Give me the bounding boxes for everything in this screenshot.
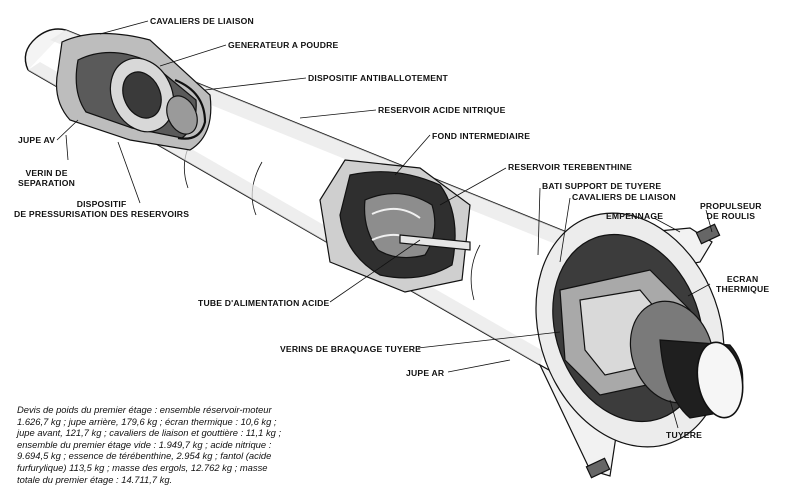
- label-verin-separation: VERIN DE SEPARATION: [18, 168, 75, 188]
- caption-line-1: Devis de poids du premier étage : ensemb…: [17, 404, 272, 415]
- label-reservoir-terebenthine: RESERVOIR TEREBENTHINE: [508, 162, 633, 172]
- label-tube-alimentation-acide: TUBE D'ALIMENTATION ACIDE: [198, 298, 330, 308]
- front-skirt-cutaway: [55, 32, 212, 151]
- verin-line1: VERIN DE: [25, 168, 68, 178]
- label-bati-support-tuyere: BATI SUPPORT DE TUYERE: [542, 181, 662, 191]
- ecran-line2: THERMIQUE: [716, 284, 770, 294]
- propulseur-line2: DE ROULIS: [706, 211, 756, 221]
- pressurisation-line1: DISPOSITIF: [76, 199, 127, 209]
- leader-lines: [56, 20, 713, 429]
- caption-line-7: totale du premier étage : 14.711,7 kg.: [17, 473, 173, 485]
- propulseur-line1: PROPULSEUR: [700, 201, 762, 211]
- label-cavaliers-liaison-rear: CAVALIERS DE LIAISON: [572, 192, 676, 202]
- label-generateur-poudre: GENERATEUR A POUDRE: [228, 40, 339, 50]
- label-fond-intermediaire: FOND INTERMEDIAIRE: [432, 131, 531, 141]
- caption-line-3: jupe avant, 121,7 kg ; cavaliers de liai…: [17, 427, 282, 439]
- ecran-line1: ECRAN: [726, 274, 759, 284]
- label-jupe-av: JUPE AV: [18, 135, 56, 145]
- caption-line-2: 1.626,7 kg ; jupe arrière, 179,6 kg ; éc…: [17, 415, 277, 427]
- intermediate-bulkhead-cutaway: [319, 159, 471, 293]
- caption-line-6: furfurylique) 113,5 kg ; masse des ergol…: [17, 461, 268, 473]
- label-dispositif-pressurisation: DISPOSITIF DE PRESSURISATION DES RESERVO…: [14, 199, 189, 219]
- label-jupe-ar: JUPE AR: [406, 368, 445, 378]
- label-verins-braquage-tuyere: VERINS DE BRAQUAGE TUYERE: [280, 344, 422, 354]
- label-ecran-thermique: ECRAN THERMIQUE: [716, 274, 769, 294]
- label-reservoir-acide-nitrique: RESERVOIR ACIDE NITRIQUE: [378, 105, 506, 115]
- tail-section: [535, 212, 744, 479]
- label-propulseur-roulis: PROPULSEUR DE ROULIS: [700, 201, 762, 221]
- pressurisation-line2: DE PRESSURISATION DES RESERVOIRS: [14, 209, 190, 219]
- label-dispositif-antiballotement: DISPOSITIF ANTIBALLOTEMENT: [308, 73, 448, 83]
- caption-line-5: 9.694,5 kg ; essence de térébenthine, 2.…: [17, 450, 272, 462]
- verin-line2: SEPARATION: [18, 178, 76, 188]
- label-empennage: EMPENNAGE: [606, 211, 664, 221]
- label-tuyere: TUYERE: [666, 430, 703, 440]
- caption-line-4: ensemble du premier étage vide : 1.949,7…: [17, 438, 272, 450]
- label-cavaliers-liaison-top: CAVALIERS DE LIAISON: [150, 16, 254, 26]
- weight-budget-caption: Devis de poids du premier étage : ensemb…: [17, 404, 377, 485]
